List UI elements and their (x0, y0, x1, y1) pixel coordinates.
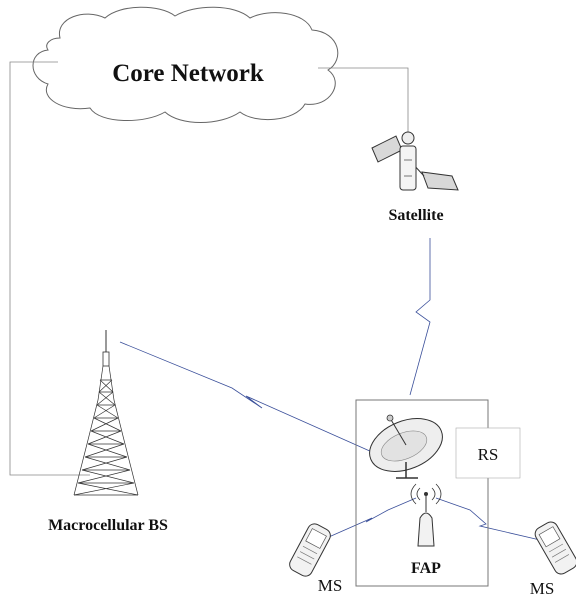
macro-bs-label: Macrocellular BS (48, 517, 168, 534)
macro-bs-tower-icon: Macrocellular BS (48, 330, 168, 534)
wireless-links (119, 238, 541, 541)
satellite-label: Satellite (388, 207, 443, 224)
core-network-cloud: Core Network (32, 6, 339, 123)
fap-enclosure (355, 399, 489, 587)
ms-right-label: MS (530, 579, 555, 598)
fap-label: FAP (411, 560, 441, 577)
fap-icon: FAP (410, 483, 442, 577)
satellite-icon: Satellite (371, 131, 459, 224)
rs-label: RS (478, 445, 499, 464)
mobile-phone-left-icon: MS (289, 523, 343, 595)
core-network-label: Core Network (112, 60, 264, 87)
ms-left-label: MS (318, 576, 343, 595)
rs-box (455, 427, 521, 479)
mobile-phone-right-icon: MS (530, 521, 576, 598)
satellite-dish-icon (369, 414, 443, 479)
wired-connections (9, 61, 409, 476)
